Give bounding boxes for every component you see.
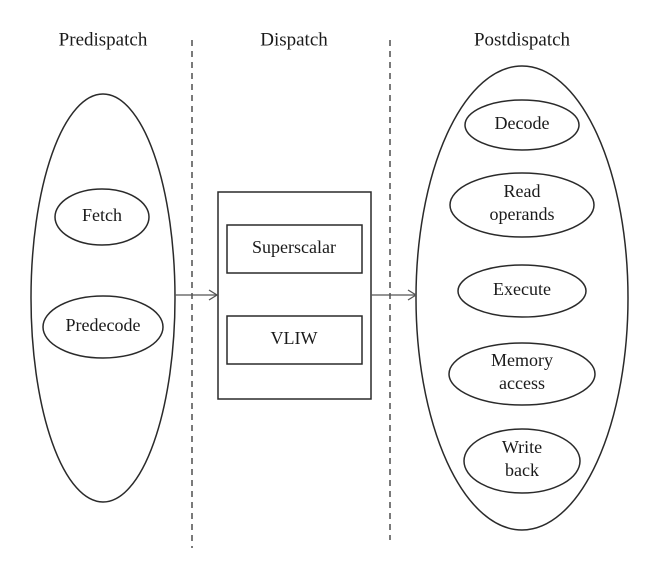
decode-node: [464, 99, 580, 151]
predispatch-title: Predispatch: [59, 29, 148, 50]
postdispatch-title: Postdispatch: [474, 29, 571, 50]
decode-label: Decode: [495, 113, 550, 133]
read-operands-node: [449, 172, 595, 238]
execute-label: Execute: [493, 279, 551, 299]
memory-access-node: [448, 342, 596, 406]
write-back-label-line2: back: [505, 460, 539, 480]
vliw-label: VLIW: [271, 328, 318, 348]
dispatch-title: Dispatch: [260, 29, 328, 50]
read-operands-label-line2: operands: [490, 204, 555, 224]
write-back-label-line1: Write: [502, 437, 542, 457]
arrowhead-predispatch-to-dispatch: [208, 289, 219, 301]
predecode-label: Predecode: [66, 315, 141, 335]
write-back-node: [463, 428, 581, 494]
superscalar-node: [226, 224, 363, 274]
memory-access-label-line2: access: [499, 373, 545, 393]
vliw-node: [226, 315, 363, 365]
superscalar-label: Superscalar: [252, 237, 336, 257]
execute-node: [457, 264, 587, 318]
memory-access-label-line1: Memory: [491, 350, 553, 370]
read-operands-label-line1: Read: [504, 181, 541, 201]
dispatch-box: [217, 191, 372, 400]
arrowhead-dispatch-to-postdispatch: [407, 289, 418, 301]
fetch-label: Fetch: [82, 205, 122, 225]
predecode-node: [42, 295, 164, 359]
fetch-node: [54, 188, 150, 246]
